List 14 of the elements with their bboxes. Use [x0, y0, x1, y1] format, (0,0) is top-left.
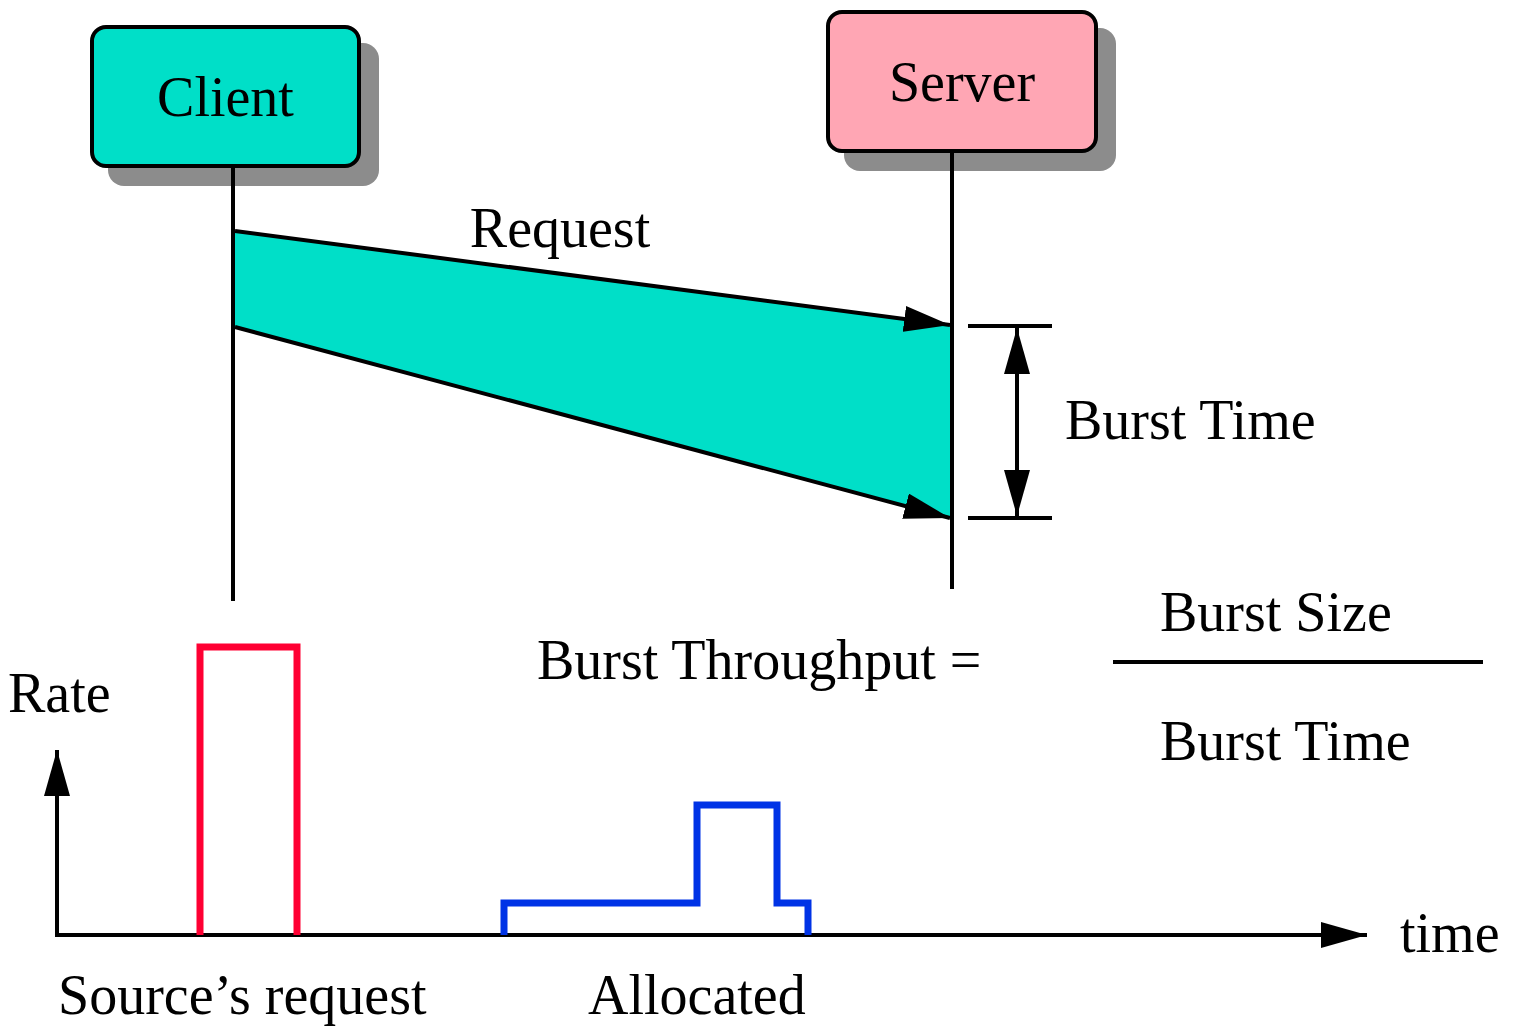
- arrow: [234, 325, 951, 520]
- axis-label: time: [1400, 905, 1500, 961]
- formula-text: Burst Size: [1160, 584, 1392, 640]
- arrow: [234, 229, 951, 332]
- participant-name: Server: [888, 53, 1036, 110]
- formula-text: Burst Time: [1160, 713, 1411, 769]
- dimension-label: Burst Time: [1065, 392, 1316, 448]
- participant-box: [90, 25, 361, 168]
- axis-label: Rate: [8, 665, 111, 721]
- lifeline: [950, 152, 954, 589]
- chart-label: Allocated: [588, 967, 806, 1023]
- lifeline: [231, 167, 235, 601]
- participant-name: Client: [157, 68, 294, 125]
- participant-box: [826, 10, 1098, 153]
